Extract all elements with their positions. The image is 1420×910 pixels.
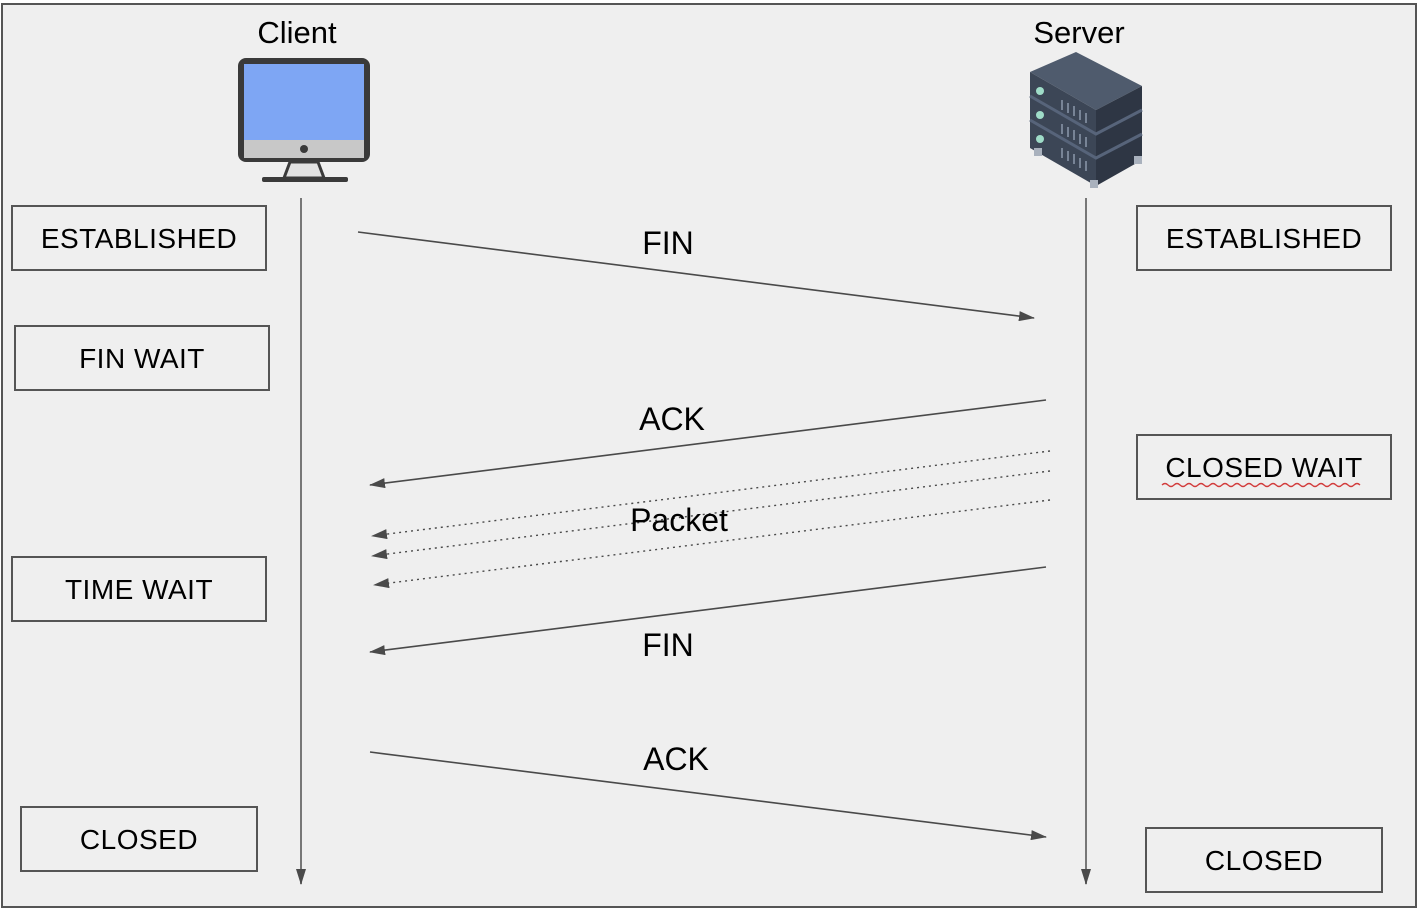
svg-text:TIME WAIT: TIME WAIT [65, 574, 213, 605]
server-rack-icon [1029, 52, 1143, 188]
svg-text:CLOSED: CLOSED [1205, 845, 1323, 876]
svg-text:ACK: ACK [643, 741, 709, 777]
server-label: Server [1033, 15, 1124, 50]
message-packet-server-to-client: Packet [371, 450, 1051, 589]
spellcheck-underline [1161, 482, 1361, 488]
svg-text:FIN WAIT: FIN WAIT [79, 343, 205, 374]
svg-text:ESTABLISHED: ESTABLISHED [1166, 223, 1362, 254]
message-fin-client-to-server: FIN [357, 225, 1035, 322]
desktop-computer-icon [238, 58, 370, 182]
svg-text:CLOSED WAIT: CLOSED WAIT [1165, 452, 1362, 483]
svg-text:CLOSED: CLOSED [80, 824, 198, 855]
svg-text:ESTABLISHED: ESTABLISHED [41, 223, 237, 254]
client-label: Client [257, 15, 337, 50]
message-ack-server-to-client: ACK [369, 399, 1047, 489]
server-state-established: ESTABLISHED [1136, 205, 1392, 271]
client-state-fin-wait: FIN WAIT [14, 325, 270, 391]
client-state-closed: CLOSED [20, 806, 258, 872]
svg-text:Packet: Packet [630, 502, 728, 538]
client-state-time-wait: TIME WAIT [11, 556, 267, 622]
svg-text:ACK: ACK [639, 401, 705, 437]
client-state-established: ESTABLISHED [11, 205, 267, 271]
server-state-closed-wait: CLOSED WAIT [1136, 434, 1392, 500]
server-state-closed: CLOSED [1145, 827, 1383, 893]
message-fin-server-to-client: FIN [369, 566, 1047, 663]
message-ack-client-to-server: ACK [369, 741, 1047, 841]
svg-text:FIN: FIN [642, 627, 694, 663]
svg-text:FIN: FIN [642, 225, 694, 261]
